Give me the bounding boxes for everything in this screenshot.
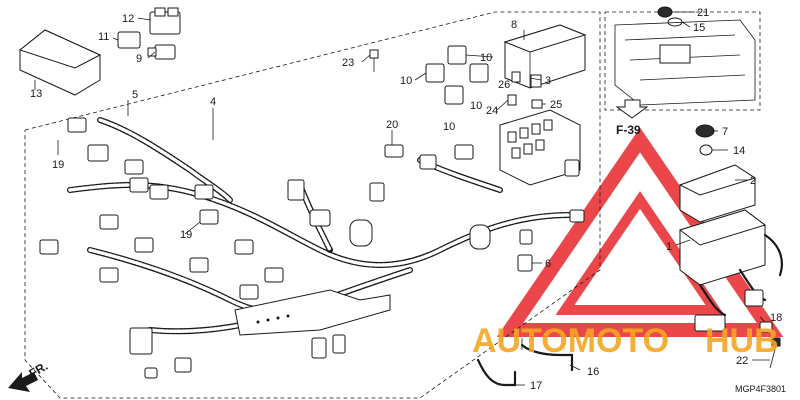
part-9-connector	[147, 44, 176, 60]
callout-10-d: 10	[443, 121, 455, 133]
module-wiring	[694, 233, 783, 332]
figure-reference-label: F-39	[616, 123, 641, 137]
callout-24: 24	[486, 105, 498, 117]
part-14-collar	[699, 144, 713, 156]
callout-9: 9	[136, 53, 142, 65]
part-16-clamp	[520, 338, 574, 372]
front-direction: FR.	[8, 359, 50, 392]
callout-19-a: 19	[52, 159, 64, 171]
callout-23: 23	[342, 57, 354, 69]
callout-18: 18	[770, 312, 782, 324]
callout-8: 8	[511, 19, 517, 31]
callout-10-a: 10	[480, 52, 492, 64]
callout-26: 26	[498, 79, 510, 91]
part-6-connector	[517, 254, 533, 272]
part-12-connector	[149, 7, 181, 35]
part-20-clip	[384, 144, 404, 158]
inset-boundary	[604, 11, 761, 111]
callout-17: 17	[530, 380, 542, 392]
callout-25: 25	[550, 99, 562, 111]
callout-20: 20	[386, 119, 398, 131]
part-21-grommet	[657, 6, 673, 18]
watermark-brand-left: AUTOMOTO	[472, 322, 669, 360]
callout-numbers: 1 2 3 4 5 6 7 8 9 10 10 10 10 11 12 13 1…	[30, 7, 782, 392]
callout-14: 14	[733, 145, 745, 157]
callout-10-b: 10	[400, 75, 412, 87]
callout-6: 6	[545, 258, 551, 270]
figure-reference-arrow-icon	[615, 99, 649, 119]
part-11-connector	[117, 31, 141, 49]
harness-plate	[234, 289, 391, 336]
harness-connectors	[39, 117, 585, 379]
figure-reference: F-39	[615, 99, 649, 137]
callout-11: 11	[98, 31, 109, 43]
callout-3: 3	[545, 75, 551, 87]
frame-inset-detail	[614, 19, 756, 106]
part-1-control-module	[678, 209, 767, 286]
callout-12: 12	[122, 13, 134, 25]
callout-10-c: 10	[470, 100, 482, 112]
callout-13: 13	[30, 88, 42, 100]
part-7-grommet	[695, 124, 715, 138]
part-18-bolt	[759, 321, 773, 333]
part-22-bolt	[769, 337, 781, 369]
callout-5: 5	[132, 89, 138, 101]
diagram-code: MGP4F3801	[735, 384, 786, 394]
harness-boundary	[24, 11, 601, 399]
watermark-brand-right: HUB	[705, 322, 779, 360]
callout-21: 21	[697, 7, 709, 19]
callout-15: 15	[693, 22, 705, 34]
callout-16: 16	[587, 366, 599, 378]
part-15-washer	[667, 17, 683, 27]
leader-lines	[34, 11, 770, 386]
callout-19-b: 19	[180, 229, 192, 241]
callout-2: 2	[750, 175, 756, 187]
part-13-connector-block	[18, 29, 102, 96]
watermark-text: AUTOMOTO HUB	[472, 322, 779, 360]
front-arrow-icon	[8, 372, 38, 392]
callout-7: 7	[722, 126, 728, 138]
part-23-bolt	[369, 49, 379, 72]
callout-22: 22	[736, 355, 748, 367]
callout-1: 1	[666, 241, 672, 253]
relay-fuse-block	[499, 109, 581, 186]
part-10-relays	[425, 45, 489, 105]
part-2-cover	[678, 164, 757, 223]
part-8-fuse-box	[503, 24, 587, 89]
part-17-clamp	[476, 358, 517, 387]
callout-4: 4	[210, 96, 216, 108]
